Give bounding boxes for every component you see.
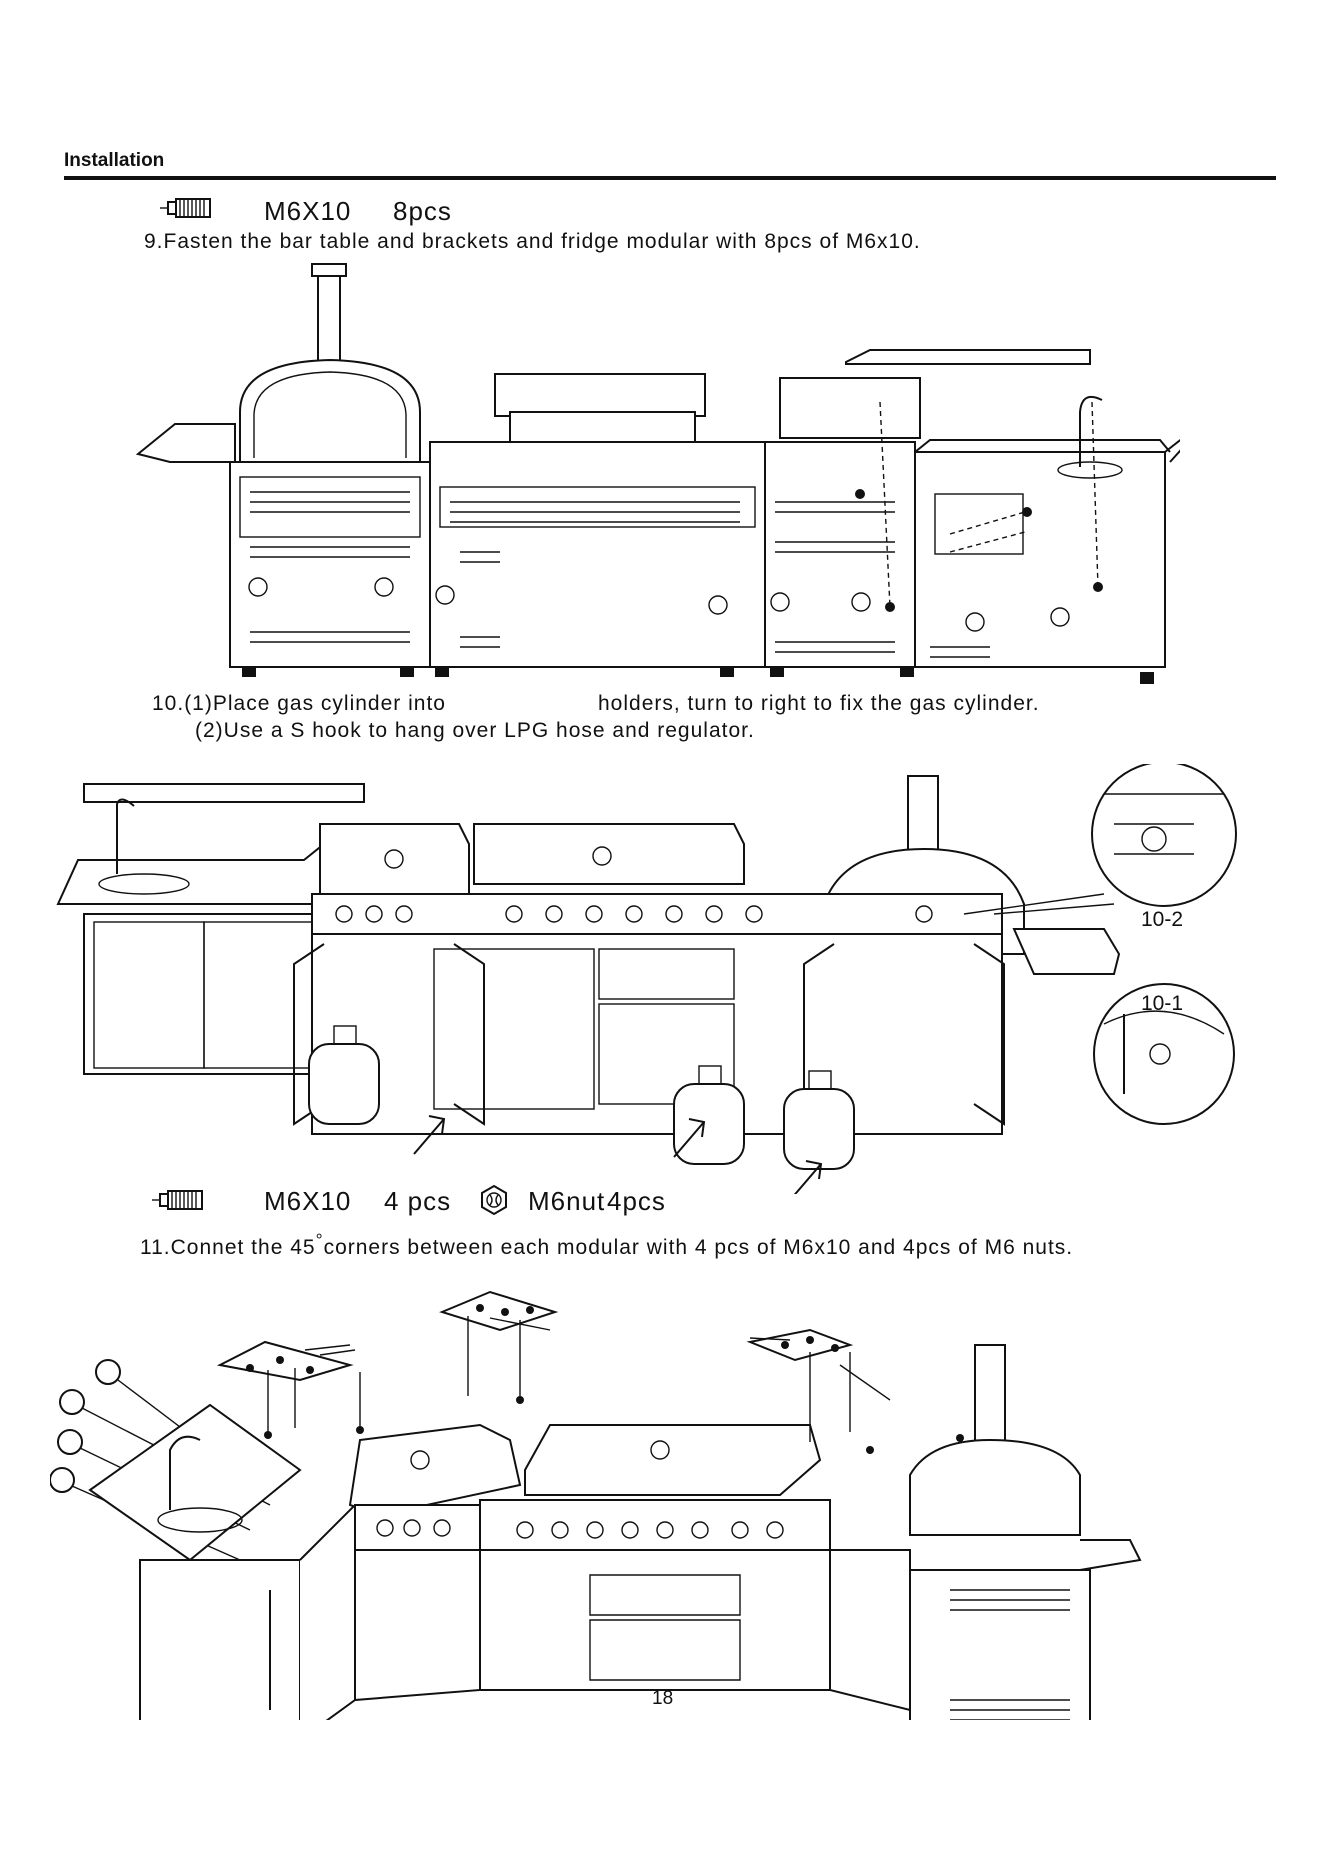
degree-sign: ° — [315, 1230, 324, 1250]
callout-10-1: 10-1 — [1141, 992, 1184, 1015]
illustration-step11 — [50, 1290, 1175, 1720]
nut-icon — [478, 1184, 510, 1216]
page-number: 18 — [652, 1688, 674, 1709]
step9-part-qty: 8pcs — [393, 196, 452, 226]
step11-instruction: 11.Connet the 45°corners between each mo… — [140, 1230, 1074, 1259]
step10-line1-start: 10.(1)Place gas cylinder into — [152, 692, 446, 715]
step11-part1-qty: 4 pcs — [384, 1186, 452, 1216]
illustration-step10 — [54, 764, 1244, 1194]
step11-part1-name: M6X10 — [264, 1186, 352, 1216]
step11-part2-name: M6nut — [528, 1186, 606, 1216]
section-title: Installation — [64, 150, 165, 171]
bolt-icon — [158, 196, 214, 220]
step10-line2: (2)Use a S hook to hang over LPG hose an… — [195, 719, 755, 742]
bolt-icon-2 — [150, 1188, 206, 1212]
step9-part-name: M6X10 — [264, 196, 352, 226]
header-rule — [64, 176, 1276, 180]
callout-10-2: 10-2 — [1141, 908, 1184, 931]
step11-part2-qty: 4pcs — [607, 1186, 666, 1216]
step10-line1-end: holders, turn to right to fix the gas cy… — [598, 692, 1040, 715]
illustration-step9 — [130, 262, 1180, 700]
step9-instruction: 9.Fasten the bar table and brackets and … — [144, 230, 921, 253]
